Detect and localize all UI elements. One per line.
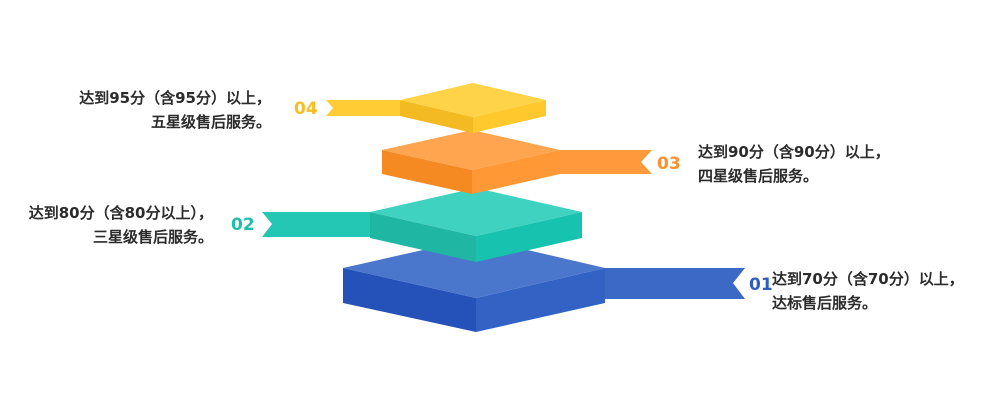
level-04-slab-right [473,100,546,133]
level-03-slab-top [382,130,560,170]
level-02-group: 02 [231,188,582,262]
level-02-slab-left [370,212,476,262]
level-04-line1: 达到95分（含95分）以上， [79,89,271,107]
level-01-slab-right [476,268,605,332]
level-01-group: 01 [343,238,773,332]
level-04-description: 达到95分（含95分）以上， 五星级售后服务。 [79,86,271,134]
level-02-line1: 达到80分（含80分以上）， [28,204,213,222]
level-04-bar [326,100,400,116]
level-03-description: 达到90分（含90分）以上， 四星级售后服务。 [698,140,890,188]
level-03-line1: 达到90分（含90分）以上， [698,143,890,161]
level-04-slab-top [400,83,546,117]
level-02-line2: 三星级售后服务。 [92,228,213,246]
level-03-slab-right [472,150,560,194]
level-03-slab-left [382,150,472,194]
level-01-line1: 达到70分（含70分）以上， [772,270,964,288]
level-02-slab-top [370,188,582,236]
level-01-slab-top [343,238,605,298]
level-01-number: 01 [749,275,773,295]
level-04-line2: 五星级售后服务。 [150,113,271,131]
level-01-description: 达到70分（含70分）以上， 达标售后服务。 [772,267,964,315]
level-04-group: 04 [294,83,546,133]
level-04-slab-left [400,100,473,133]
level-01-bar [605,268,745,299]
level-03-group: 03 [382,130,681,194]
level-02-number: 02 [231,215,255,235]
level-03-bar [560,150,652,174]
level-02-bar [262,212,370,237]
level-01-line2: 达标售后服务。 [772,294,878,312]
level-02-description: 达到80分（含80分以上）， 三星级售后服务。 [29,201,213,249]
level-03-line2: 四星级售后服务。 [698,167,819,185]
level-02-slab-right [476,212,582,262]
level-04-number: 04 [294,99,318,119]
level-03-number: 03 [657,154,681,174]
level-01-slab-left [343,268,476,332]
